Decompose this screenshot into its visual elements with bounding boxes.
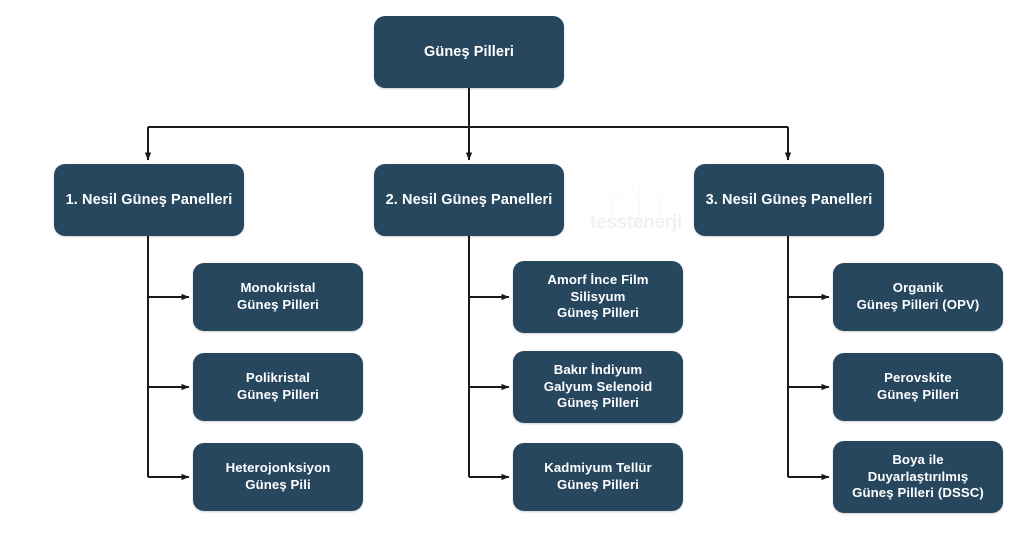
node-gen2-bakir-indiyum[interactable]: Bakır İndiyum Galyum Selenoid Güneş Pill…: [513, 351, 683, 423]
watermark-label: tesstenerji: [590, 212, 682, 233]
node-gen3-dssc[interactable]: Boya ile Duyarlaştırılmış Güneş Pilleri …: [833, 441, 1003, 513]
node-gen3-perovskite[interactable]: Perovskite Güneş Pilleri: [833, 353, 1003, 421]
node-gen1-monokristal[interactable]: Monokristal Güneş Pilleri: [193, 263, 363, 331]
node-gen1-heterojonksiyon[interactable]: Heterojonksiyon Güneş Pili: [193, 443, 363, 511]
node-root[interactable]: Güneş Pilleri: [374, 16, 564, 88]
wind-turbine-icon: [603, 185, 670, 215]
node-gen1-polikristal[interactable]: Polikristal Güneş Pilleri: [193, 353, 363, 421]
node-gen2-kadmiyum-tellur[interactable]: Kadmiyum Tellür Güneş Pilleri: [513, 443, 683, 511]
node-gen1[interactable]: 1. Nesil Güneş Panelleri: [54, 164, 244, 236]
node-gen3[interactable]: 3. Nesil Güneş Panelleri: [694, 164, 884, 236]
node-gen2[interactable]: 2. Nesil Güneş Panelleri: [374, 164, 564, 236]
node-gen2-amorf-ince-film[interactable]: Amorf İnce Film Silisyum Güneş Pilleri: [513, 261, 683, 333]
node-gen3-organik[interactable]: Organik Güneş Pilleri (OPV): [833, 263, 1003, 331]
watermark: tesstenerji: [566, 168, 706, 232]
